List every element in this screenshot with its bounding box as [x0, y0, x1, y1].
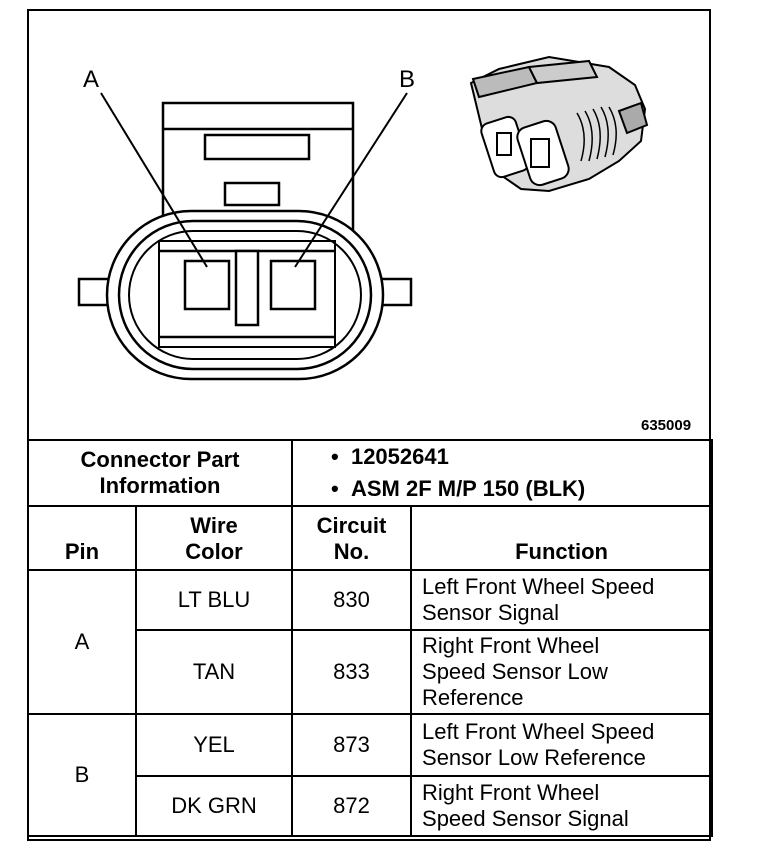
connector-assembly: • ASM 2F M/P 150 (BLK): [331, 476, 586, 501]
pin-cell-b: B: [27, 713, 137, 837]
wire-color-cell: DK GRN: [134, 775, 294, 837]
function-cell: Left Front Wheel Speed Sensor Low Refere…: [410, 713, 714, 777]
pin-cell-a: A: [27, 569, 137, 715]
figure-id: 635009: [641, 417, 692, 434]
connector-info-label-line1: Connector Part: [80, 447, 240, 472]
header-circuit-no: Circuit No.: [291, 505, 413, 571]
connector-part-number: • 12052641: [331, 444, 449, 469]
table-row: A LT BLU 830 Left Front Wheel Speed Sens…: [27, 569, 714, 715]
function-cell: Left Front Wheel Speed Sensor Signal: [410, 569, 714, 631]
header-wire-color: Wire Color: [134, 505, 294, 571]
connector-pinout-table: Connector Part Information • 12052641 • …: [26, 439, 714, 837]
connector-diagram: A B: [77, 55, 649, 381]
function-cell: Right Front Wheel Speed Sensor Signal: [410, 775, 714, 837]
wire-color-cell: YEL: [134, 713, 294, 777]
table-header-row: Pin Wire Color Circuit No. Function: [27, 505, 714, 571]
function-cell: Right Front Wheel Speed Sensor Low Refer…: [410, 629, 714, 715]
wire-color-cell: LT BLU: [134, 569, 294, 631]
header-function: Function: [410, 505, 714, 571]
connector-frame: A B 635009 Connecto: [26, 9, 714, 841]
circuit-cell: 833: [291, 629, 413, 715]
circuit-cell: 872: [291, 775, 413, 837]
header-pin: Pin: [27, 505, 137, 571]
wire-color-cell: TAN: [134, 629, 294, 715]
table-row: DK GRN 872 Right Front Wheel Speed Senso…: [28, 775, 714, 837]
pin-a-label: A: [83, 66, 99, 93]
connector-info-row: Connector Part Information • 12052641 • …: [26, 439, 714, 507]
table-row: B YEL 873 Left Front Wheel Speed Sensor …: [27, 713, 714, 837]
table-row: TAN 833 Right Front Wheel Speed Sensor L…: [28, 629, 714, 715]
pin-b-label: B: [399, 66, 415, 93]
circuit-cell: 830: [291, 569, 413, 631]
connector-3d-illustration: [469, 55, 649, 193]
connector-info-values: • 12052641 • ASM 2F M/P 150 (BLK): [291, 439, 714, 507]
connector-info-label-line2: Information: [99, 473, 221, 498]
connector-info-label: Connector Part Information: [26, 439, 294, 507]
circuit-cell: 873: [291, 713, 413, 777]
connector-face-view: [77, 92, 413, 381]
